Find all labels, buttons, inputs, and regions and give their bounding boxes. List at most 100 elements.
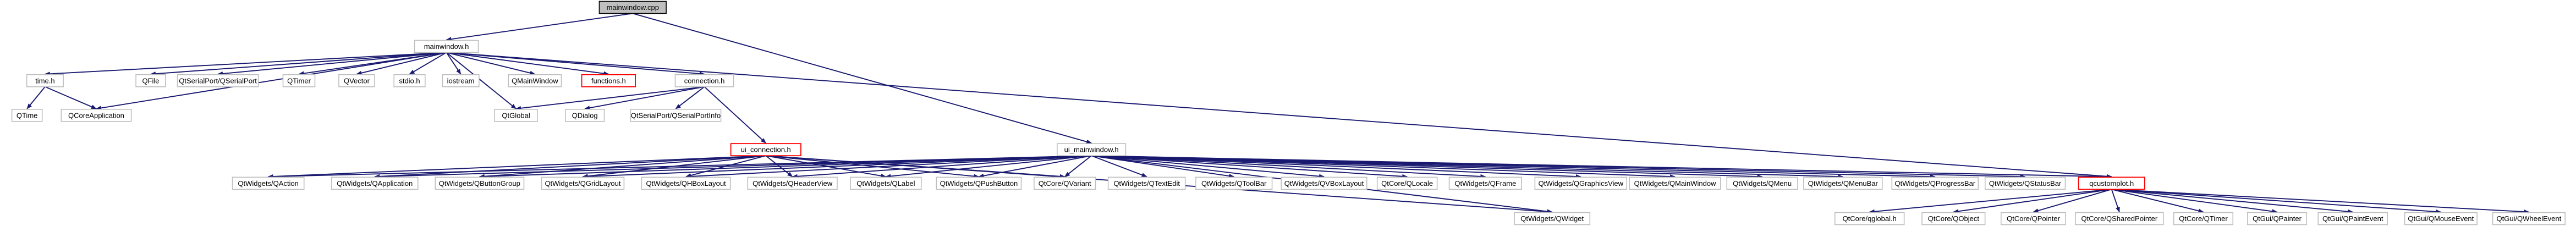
node-box [2173, 212, 2234, 225]
node-box [1834, 212, 1905, 225]
edge-ui_mainwindow_h-to-qw_qpushbutton [978, 155, 1092, 178]
node-qw-qwidget[interactable]: QtWidgets/QWidget [1514, 212, 1591, 225]
node-iostream[interactable]: iostream [442, 74, 480, 87]
node-box [1376, 177, 1438, 190]
node-mainwindow-h[interactable]: mainwindow.h [414, 40, 479, 53]
node-root[interactable]: mainwindow.cpp [598, 1, 667, 14]
node-label: stdio.h [399, 76, 420, 85]
node-qg-qmouseevent[interactable]: QtGui/QMouseEvent [2404, 212, 2478, 225]
node-qw-qframe[interactable]: QtWidgets/QFrame [1448, 177, 1522, 190]
node-box [2317, 212, 2388, 225]
node-qc-qvariant[interactable]: QtCore/QVariant [1034, 177, 1096, 190]
edge-ui_mainwindow_h-to-qw_qbuttongroup [479, 155, 1092, 179]
node-qc-qobject[interactable]: QtCore/QObject [1921, 212, 1986, 225]
node-qw-qlabel[interactable]: QtWidgets/QLabel [850, 177, 922, 190]
node-label: QtWidgets/QLabel [856, 179, 915, 188]
edge-qcustomplot_h-to-qg_qpainter [2111, 189, 2278, 214]
edge-mainwindow_h-to-functions_h [446, 52, 609, 76]
node-qw-qtextedit[interactable]: QtWidgets/QTextEdit [1107, 177, 1186, 190]
node-qc-qsharedpointer[interactable]: QtCore/QSharedPointer [2075, 212, 2164, 225]
node-box [850, 177, 922, 190]
node-qw-qmenu[interactable]: QtWidgets/QMenu [1726, 177, 1798, 190]
edge-mainwindow_h-to-qtimer [298, 52, 447, 76]
edge-mainwindow_h-to-time_h [44, 52, 447, 76]
node-qcustomplot-h[interactable]: qcustomplot.h [2078, 177, 2145, 190]
node-box [282, 74, 316, 87]
edge-time_h-to-qcoreapplication [45, 86, 97, 109]
node-qmainwindow[interactable]: QMainWindow [508, 74, 562, 87]
node-qw-qmenubar[interactable]: QtWidgets/QMenuBar [1803, 177, 1883, 190]
node-qc-qlocale[interactable]: QtCore/QLocale [1376, 177, 1438, 190]
node-label: QtGui/QPaintEvent [2322, 214, 2383, 223]
edge-mainwindow_h-to-stdio_h [409, 52, 447, 75]
node-qc-qpointer[interactable]: QtCore/QPointer [2001, 212, 2067, 225]
edge-ui_connection_h-to-qw_qpushbutton [766, 155, 980, 179]
node-qw-qbuttongroup[interactable]: QtWidgets/QButtonGroup [435, 177, 525, 190]
node-qdialog[interactable]: QDialog [565, 108, 605, 122]
node-qw-qhboxlayout[interactable]: QtWidgets/QHBoxLayout [641, 177, 731, 190]
edge-time_h-to-qtime [26, 86, 46, 109]
node-qfile[interactable]: QFile [135, 74, 166, 87]
node-qg-qwheelevent[interactable]: QtGui/QWheelEvent [2492, 212, 2566, 225]
node-qw-qmainwindow[interactable]: QtWidgets/QMainWindow [1629, 177, 1721, 190]
node-label: QtWidgets/QToolBar [1201, 179, 1267, 188]
node-connection-h[interactable]: connection.h [674, 74, 734, 87]
node-box [435, 177, 525, 190]
node-qw-qstatusbar[interactable]: QtWidgets/QStatusBar [1984, 177, 2066, 190]
node-box [730, 143, 801, 157]
node-qw-qvboxlayout[interactable]: QtWidgets/QVBoxLayout [1281, 177, 1367, 190]
node-label: QtWidgets/QGridLayout [545, 179, 620, 188]
node-qserialportinfo[interactable]: QtSerialPort/QSerialPortInfo [630, 108, 722, 122]
node-label: QtWidgets/QPushButton [940, 179, 1018, 188]
node-box [2247, 212, 2308, 225]
node-label: time.h [35, 76, 54, 85]
edge-ui_mainwindow_h-to-qw_qlabel [885, 155, 1092, 179]
node-qw-qaction[interactable]: QtWidgets/QAction [232, 177, 305, 190]
node-label: QtCore/QSharedPointer [2081, 214, 2157, 223]
node-label: QtGui/QWheelEvent [2496, 214, 2561, 223]
node-label: QtWidgets/QGraphicsView [1539, 179, 1624, 188]
node-qc-qtimer[interactable]: QtCore/QTimer [2173, 212, 2234, 225]
node-ui-mainwindow-h[interactable]: ui_mainwindow.h [1057, 143, 1127, 156]
node-qg-qpainter[interactable]: QtGui/QPainter [2247, 212, 2308, 225]
node-qserialport[interactable]: QtSerialPort/QSerialPort [177, 74, 259, 87]
node-box [1034, 177, 1096, 190]
node-box [1057, 143, 1127, 156]
edge-ui_mainwindow_h-to-qw_qhboxlayout [685, 155, 1092, 179]
node-box [2404, 212, 2478, 225]
edge-ui_mainwindow_h-to-qw_qgraphicsview [1091, 155, 1581, 179]
node-label: QtWidgets/QButtonGroup [439, 179, 520, 188]
node-functions-h[interactable]: functions.h [581, 74, 636, 87]
node-label: qcustomplot.h [2089, 179, 2134, 188]
edge-ui_mainwindow_h-to-qw_qtoolbar [1091, 155, 1235, 178]
edge-connection_h-to-qdialog [584, 86, 705, 111]
node-label: QtWidgets/QHeaderView [753, 179, 833, 188]
node-box [1984, 177, 2066, 190]
node-qw-qapplication[interactable]: QtWidgets/QApplication [331, 177, 419, 190]
node-box [674, 74, 734, 87]
node-box [414, 40, 479, 53]
node-qtimer[interactable]: QTimer [282, 74, 316, 87]
node-qvector[interactable]: QVector [338, 74, 375, 87]
node-box [936, 177, 1022, 190]
edge-ui_connection_h-to-qw_qbuttongroup [479, 155, 766, 179]
edge-ui_connection_h-to-qw_qapplication [374, 155, 766, 179]
node-qw-qpushbutton[interactable]: QtWidgets/QPushButton [936, 177, 1022, 190]
node-qw-qtoolbar[interactable]: QtWidgets/QToolBar [1195, 177, 1273, 190]
node-box [1195, 177, 1273, 190]
node-time-h[interactable]: time.h [26, 74, 64, 87]
node-qw-qgridlayout[interactable]: QtWidgets/QGridLayout [541, 177, 625, 190]
node-qw-qprogressbar[interactable]: QtWidgets/QProgressBar [1891, 177, 1979, 190]
node-qw-qgraphicsview[interactable]: QtWidgets/QGraphicsView [1534, 177, 1628, 190]
node-ui-connection-h[interactable]: ui_connection.h [730, 143, 801, 157]
node-box [1891, 177, 1979, 190]
node-qcoreapplication[interactable]: QCoreApplication [61, 108, 132, 122]
node-qc-qglobal[interactable]: QtCore/qglobal.h [1834, 212, 1905, 225]
edge-qcustomplot_h-to-qg_qwheelevent [2111, 189, 2530, 214]
node-qtglobal[interactable]: QtGlobal [494, 108, 538, 122]
node-stdio-h[interactable]: stdio.h [393, 74, 426, 87]
node-qw-qheaderview[interactable]: QtWidgets/QHeaderView [747, 177, 838, 190]
node-qg-qpaintevent[interactable]: QtGui/QPaintEvent [2317, 212, 2388, 225]
node-box [61, 108, 132, 122]
node-qtime[interactable]: QTime [11, 108, 43, 122]
